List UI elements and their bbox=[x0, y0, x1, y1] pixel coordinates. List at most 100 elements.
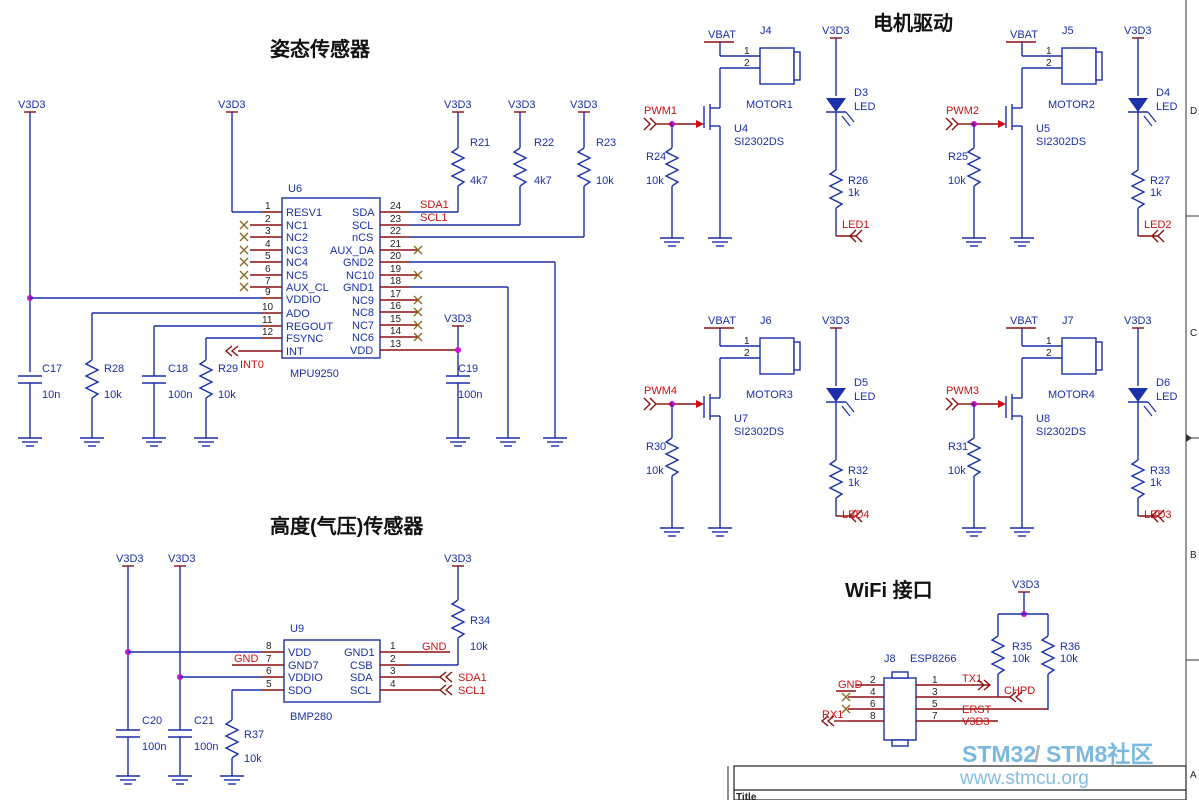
svg-text:U8: U8 bbox=[1036, 413, 1050, 425]
svg-text:VBAT: VBAT bbox=[1010, 29, 1038, 41]
svg-text:GND: GND bbox=[838, 679, 863, 691]
svg-text:AUX_DA: AUX_DA bbox=[330, 245, 375, 257]
svg-text:J8: J8 bbox=[884, 653, 896, 665]
svg-text:5: 5 bbox=[265, 251, 271, 262]
svg-text:V3D3: V3D3 bbox=[116, 553, 144, 565]
svg-text:11: 11 bbox=[262, 315, 273, 326]
svg-text:NC10: NC10 bbox=[346, 270, 374, 282]
resistor-r28 bbox=[84, 359, 100, 399]
svg-text:/: / bbox=[1034, 741, 1041, 767]
net-label-int0: INT0 bbox=[240, 359, 264, 371]
svg-text:2: 2 bbox=[265, 214, 271, 225]
svg-text:100n: 100n bbox=[458, 389, 482, 401]
svg-text:R36: R36 bbox=[1060, 641, 1080, 653]
svg-text:R32: R32 bbox=[848, 465, 868, 477]
svg-text:V3D3: V3D3 bbox=[962, 716, 990, 728]
net-label-tx1: TX1 bbox=[962, 673, 982, 685]
net-label-chpd: CHPD bbox=[1004, 685, 1035, 697]
svg-text:4k7: 4k7 bbox=[470, 175, 488, 187]
svg-text:J4: J4 bbox=[760, 25, 772, 37]
resistor-r37 bbox=[224, 719, 240, 759]
svg-text:V3D3: V3D3 bbox=[570, 99, 598, 111]
svg-text:LED1: LED1 bbox=[842, 219, 870, 231]
svg-text:5: 5 bbox=[932, 699, 938, 710]
svg-text:V3D3: V3D3 bbox=[18, 99, 46, 111]
svg-text:MOTOR1: MOTOR1 bbox=[746, 99, 793, 111]
svg-text:SDA: SDA bbox=[350, 672, 373, 684]
svg-text:V3D3: V3D3 bbox=[822, 25, 850, 37]
svg-text:PWM2: PWM2 bbox=[946, 105, 979, 117]
svg-text:9: 9 bbox=[265, 287, 271, 298]
svg-text:V3D3: V3D3 bbox=[444, 99, 472, 111]
svg-text:D: D bbox=[1190, 106, 1197, 117]
svg-text:R21: R21 bbox=[470, 137, 490, 149]
svg-text:www.stmcu.org: www.stmcu.org bbox=[959, 768, 1089, 789]
svg-text:CSB: CSB bbox=[350, 660, 373, 672]
motor-driver-1: VBAT 1 2 J4 MOTOR1 U4 SI2302DS PWM1 R24 … bbox=[643, 25, 875, 247]
svg-text:NC9: NC9 bbox=[352, 295, 374, 307]
svg-text:A: A bbox=[1190, 770, 1197, 781]
svg-text:MOTOR4: MOTOR4 bbox=[1048, 389, 1095, 401]
watermark: STM32 / STM8社区 www.stmcu.org bbox=[959, 741, 1153, 789]
capacitor-c20: C20 100n bbox=[116, 715, 166, 776]
svg-text:STM32: STM32 bbox=[962, 741, 1036, 767]
svg-text:2: 2 bbox=[744, 348, 750, 359]
svg-text:100n: 100n bbox=[142, 741, 166, 753]
wifi-power: V3D3 bbox=[998, 579, 1048, 617]
svg-text:R30: R30 bbox=[646, 441, 666, 453]
svg-text:NC1: NC1 bbox=[286, 220, 308, 232]
no-connect-marks bbox=[239, 220, 249, 292]
svg-text:10k: 10k bbox=[646, 175, 664, 187]
sheet-border: D C B A Title bbox=[727, 0, 1199, 800]
svg-text:10n: 10n bbox=[42, 389, 60, 401]
svg-text:R35: R35 bbox=[1012, 641, 1032, 653]
svg-text:1: 1 bbox=[932, 675, 938, 686]
svg-text:V3D3: V3D3 bbox=[822, 315, 850, 327]
capacitor-c19: V3D3 C19 100n bbox=[444, 313, 482, 438]
svg-text:R31: R31 bbox=[948, 441, 968, 453]
svg-text:1: 1 bbox=[1046, 46, 1052, 57]
svg-text:BMP280: BMP280 bbox=[290, 711, 332, 723]
svg-text:SCL: SCL bbox=[352, 220, 373, 232]
svg-text:J6: J6 bbox=[760, 315, 772, 327]
svg-text:GND: GND bbox=[422, 641, 447, 653]
svg-text:VDD: VDD bbox=[350, 345, 373, 357]
svg-text:AUX_CL: AUX_CL bbox=[286, 282, 329, 294]
svg-text:VDDIO: VDDIO bbox=[286, 294, 321, 306]
svg-text:2: 2 bbox=[744, 58, 750, 69]
svg-text:18: 18 bbox=[390, 276, 402, 287]
svg-text:10k: 10k bbox=[104, 389, 122, 401]
svg-text:PWM3: PWM3 bbox=[946, 385, 979, 397]
svg-text:19: 19 bbox=[390, 264, 402, 275]
svg-text:D6: D6 bbox=[1156, 377, 1170, 389]
svg-text:R22: R22 bbox=[534, 137, 554, 149]
svg-text:SI2302DS: SI2302DS bbox=[734, 136, 784, 148]
svg-text:10k: 10k bbox=[218, 389, 236, 401]
svg-text:MPU9250: MPU9250 bbox=[290, 368, 339, 380]
svg-text:NC3: NC3 bbox=[286, 245, 308, 257]
svg-text:R29: R29 bbox=[218, 363, 238, 375]
svg-text:24: 24 bbox=[390, 201, 402, 212]
svg-text:100n: 100n bbox=[168, 389, 192, 401]
svg-text:2: 2 bbox=[870, 675, 876, 686]
net-label-scl1: SCL1 bbox=[420, 212, 448, 224]
svg-text:R23: R23 bbox=[596, 137, 616, 149]
svg-text:GND7: GND7 bbox=[288, 660, 319, 672]
bmp280-power: V3D3 V3D3 bbox=[116, 553, 196, 730]
svg-text:V3D3: V3D3 bbox=[508, 99, 536, 111]
svg-text:10k: 10k bbox=[948, 175, 966, 187]
svg-text:NC4: NC4 bbox=[286, 257, 308, 269]
svg-text:C20: C20 bbox=[142, 715, 162, 727]
svg-text:VBAT: VBAT bbox=[708, 315, 736, 327]
resistor-r22: V3D3 R22 4k7 bbox=[410, 99, 554, 226]
svg-text:SI2302DS: SI2302DS bbox=[1036, 136, 1086, 148]
section-title-wifi: WiFi 接口 bbox=[845, 579, 933, 602]
svg-text:STM8社区: STM8社区 bbox=[1046, 741, 1153, 767]
svg-text:LED4: LED4 bbox=[842, 509, 870, 521]
svg-text:LED: LED bbox=[854, 101, 875, 113]
section-title-motor: 电机驱动 bbox=[873, 11, 953, 35]
svg-text:10k: 10k bbox=[1012, 653, 1030, 665]
svg-text:PWM4: PWM4 bbox=[644, 385, 677, 397]
resistor-r29 bbox=[198, 359, 214, 399]
